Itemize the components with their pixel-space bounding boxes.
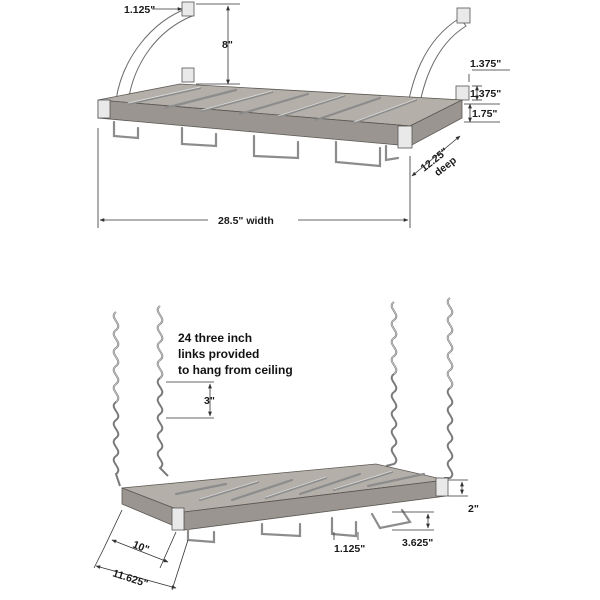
left-front-chain bbox=[112, 311, 121, 487]
note-line-3: to hang from ceiling bbox=[178, 363, 293, 377]
right-top-plate bbox=[456, 7, 471, 24]
left-rear-chain bbox=[156, 305, 169, 477]
dim-plate-width: 1.375" bbox=[470, 58, 501, 70]
right-rear-plate bbox=[455, 85, 470, 101]
note-line-2: links provided bbox=[178, 347, 259, 361]
bottom-rack-slats bbox=[174, 470, 426, 502]
bottom-rack-hooks bbox=[186, 508, 412, 544]
left-rear-plate bbox=[181, 67, 195, 83]
dim-hook-depth: 3.625" bbox=[402, 537, 433, 549]
dim-inner-depth: 10" bbox=[131, 539, 151, 556]
front-corner-plate bbox=[397, 125, 413, 149]
top-rack-hooks bbox=[112, 120, 400, 168]
wall-mounted-rack: 1.125" 8" 1.375" 1.375" 1.75" 12.25" dee… bbox=[97, 1, 510, 228]
right-front-chain bbox=[444, 297, 454, 479]
dim-hook-spacing: 1.125" bbox=[334, 543, 365, 555]
dim-link-length: 3" bbox=[204, 395, 215, 407]
dim-rail-thickness: 1.75" bbox=[472, 108, 497, 120]
dim-frame-height: 2" bbox=[468, 503, 479, 515]
dim-bracket-width: 1.125" bbox=[124, 4, 155, 16]
note-line-1: 24 three inch bbox=[178, 331, 252, 345]
left-top-plate bbox=[181, 1, 195, 17]
dim-width: 28.5" width bbox=[218, 215, 274, 227]
ceiling-hung-rack: 24 three inch links provided to hang fro… bbox=[93, 297, 479, 590]
right-rear-chain bbox=[385, 301, 398, 467]
front-left-plate bbox=[97, 99, 111, 119]
dim-height: 8" bbox=[222, 39, 233, 51]
bottom-corner-plate-left bbox=[171, 507, 185, 531]
dim-outer-depth: 11.625" bbox=[111, 567, 149, 590]
top-rack-slats bbox=[126, 86, 418, 125]
bottom-corner-plate-right bbox=[435, 477, 449, 497]
dim-plate-height: 1.375" bbox=[470, 88, 501, 100]
